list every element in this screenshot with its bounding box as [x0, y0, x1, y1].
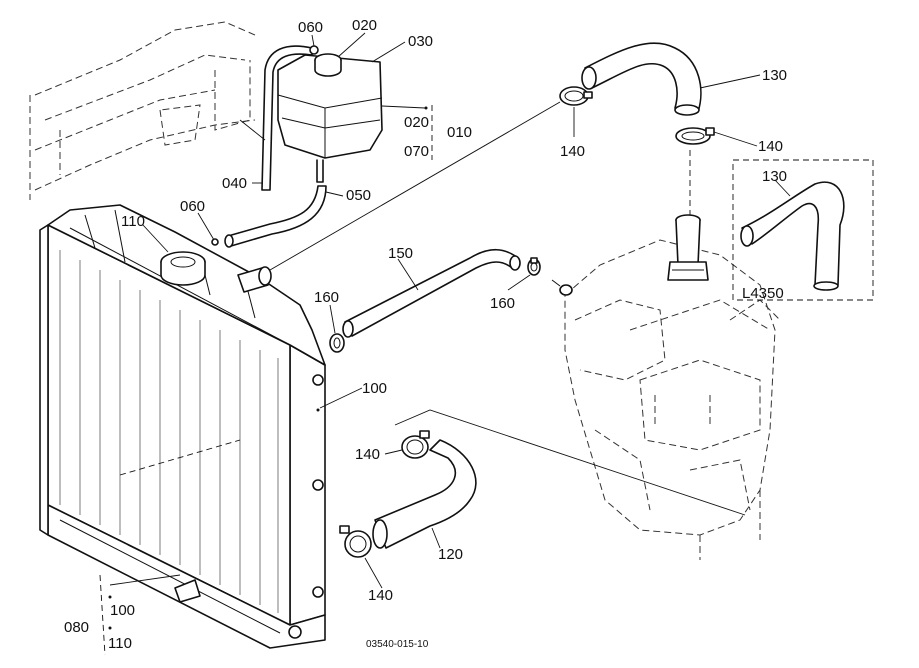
water-outlet-neck — [667, 214, 709, 281]
overflow-tube — [261, 45, 319, 191]
clamp-140-b — [675, 127, 715, 145]
chassis-outline — [29, 21, 256, 200]
radiator — [39, 204, 326, 649]
label-140-c: 140 — [355, 446, 380, 463]
label-140-d: 140 — [368, 587, 393, 604]
part-labels: 060 020 030 130 020 010 070 140 140 040 … — [64, 17, 787, 652]
clamp-140-a — [559, 86, 593, 106]
label-140-b: 140 — [758, 138, 783, 155]
label-160-b: 160 — [490, 295, 515, 312]
label-140-a: 140 — [560, 143, 585, 160]
lower-hose-120 — [372, 439, 477, 549]
figure-code: 03540-015-10 — [366, 639, 429, 650]
label-060-mid: 060 — [180, 198, 205, 215]
inset-model-label: L4350 — [742, 285, 784, 302]
label-050: 050 — [346, 187, 371, 204]
upper-hose-130 — [581, 42, 702, 116]
label-080: 080 — [64, 619, 89, 636]
inset-label-130: 130 — [762, 168, 787, 185]
label-100-mid: 100 — [362, 380, 387, 397]
reserve-tank — [277, 53, 383, 183]
label-070: 070 — [404, 143, 429, 160]
label-160-a: 160 — [314, 289, 339, 306]
bypass-fitting — [551, 279, 573, 296]
alignment-lines — [99, 101, 746, 656]
bypass-hose-150 — [342, 248, 521, 338]
clamp-160-b — [527, 257, 541, 276]
label-150: 150 — [388, 245, 413, 262]
leader-lines — [108, 32, 791, 630]
label-020-top: 020 — [352, 17, 377, 34]
label-060-top: 060 — [298, 19, 323, 36]
label-110-bottom: 110 — [108, 635, 132, 652]
label-130-top: 130 — [762, 67, 787, 84]
hose-050 — [224, 185, 327, 248]
label-110-top: 110 — [121, 213, 145, 230]
label-100-bottom: 100 — [110, 602, 135, 619]
clamp-160-a — [329, 333, 345, 353]
engine-block — [564, 239, 781, 560]
inset-l4350 — [732, 159, 874, 301]
label-020-mid: 020 — [404, 114, 429, 131]
label-030: 030 — [408, 33, 433, 50]
clamp-140-d — [339, 525, 372, 558]
label-010: 010 — [447, 124, 472, 141]
clamp-140-c — [401, 430, 430, 459]
label-120: 120 — [438, 546, 463, 563]
label-040: 040 — [222, 175, 247, 192]
